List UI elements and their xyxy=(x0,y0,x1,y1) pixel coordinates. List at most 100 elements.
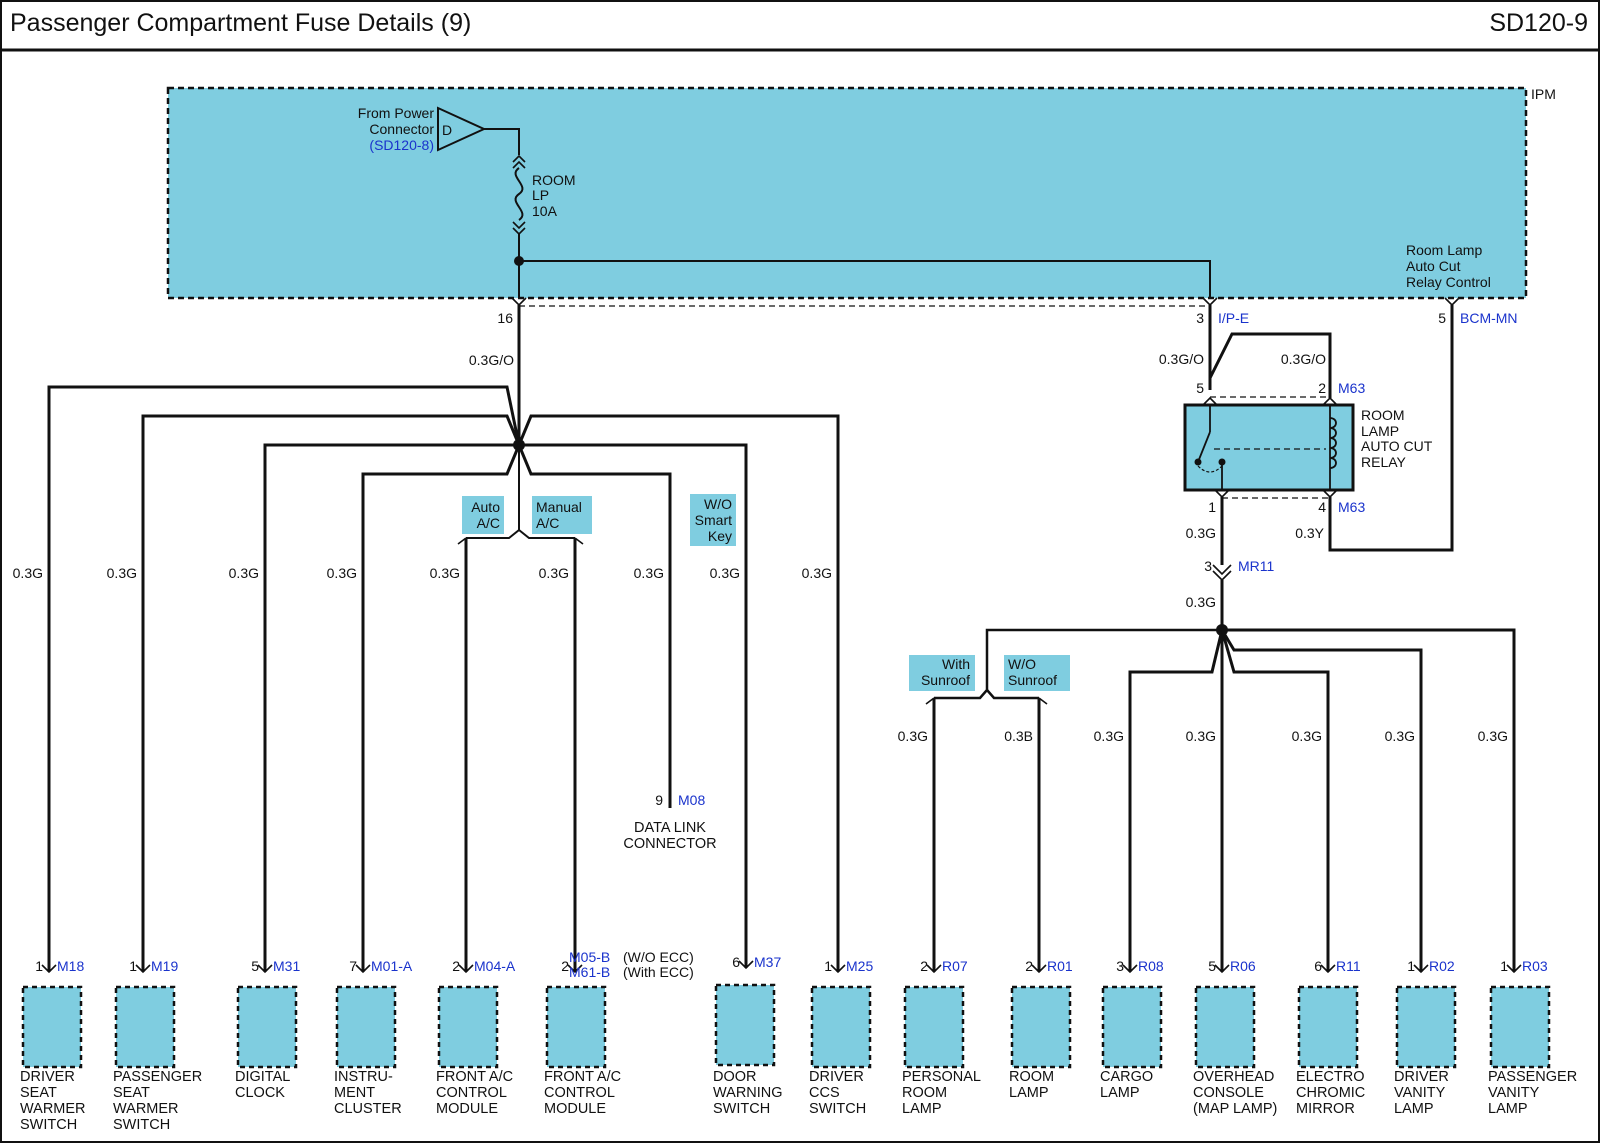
branch-terminal-3 xyxy=(355,964,371,974)
right-component-2 xyxy=(1101,985,1163,1069)
right-component-label-2-0: CARGO xyxy=(1100,1069,1153,1085)
option-with-sunroof-line-2: Sunroof xyxy=(921,672,970,688)
right-conn-6: R03 xyxy=(1522,958,1548,974)
branch-wire-1 xyxy=(141,414,521,972)
left-component-label-5-1: CONTROL xyxy=(544,1085,615,1101)
branch-terminal-4 xyxy=(458,964,474,974)
relay-wire-ctrl: 0.3Y xyxy=(1295,525,1324,541)
right-branch-wire-spec-6: 0.3G xyxy=(1478,728,1508,744)
option-wo-smart-key xyxy=(690,494,736,546)
left-conn-7: M37 xyxy=(754,954,781,970)
left-component-label-2-0: DIGITAL xyxy=(235,1069,290,1085)
right-component-label-0-0: PERSONAL xyxy=(902,1069,981,1085)
right-pin-3: 5 xyxy=(1208,958,1216,974)
branch-wire-spec-5: 0.3G xyxy=(539,565,569,581)
option-wo-smart-key-line-3: Key xyxy=(708,528,732,544)
left-component-3 xyxy=(335,985,397,1069)
ipm-relay-feed xyxy=(519,260,1211,298)
source-line-1: From Power xyxy=(358,105,435,121)
relay-ctrl-line-3: Relay Control xyxy=(1406,274,1491,290)
branch-wire-spec-1: 0.3G xyxy=(107,565,137,581)
right-component-label-0-1: ROOM xyxy=(902,1085,947,1101)
left-component-label-1-2: WARMER xyxy=(113,1101,179,1117)
data-link-connector: M08 xyxy=(678,792,705,808)
left-component-label-7-2: SWITCH xyxy=(713,1101,770,1117)
fuse-icon xyxy=(514,167,524,221)
right-conn-4: R11 xyxy=(1336,958,1361,974)
left-component-label-0-0: DRIVER xyxy=(20,1069,75,1085)
right-pin-6: 1 xyxy=(1500,958,1508,974)
relay-top-terminals xyxy=(1202,396,1338,406)
right-component-label-3-0: OVERHEAD xyxy=(1193,1069,1274,1085)
right-component-label-6-0: PASSENGER xyxy=(1488,1069,1577,1085)
branch-wire-6 xyxy=(517,444,672,808)
source-triangle xyxy=(437,106,487,152)
relay-switch-arm xyxy=(1197,431,1211,463)
relay-pin2: 2 xyxy=(1318,380,1326,396)
left-component-8 xyxy=(810,985,872,1069)
right-branch-terminal-3 xyxy=(1214,964,1230,974)
left-component-2 xyxy=(236,985,298,1069)
relay-switch-dash xyxy=(1197,465,1223,473)
left-pin-7: 6 xyxy=(732,954,740,970)
relay-pin5: 5 xyxy=(1196,380,1204,396)
right-component-label-1-0: ROOM xyxy=(1009,1069,1054,1085)
right-component-3 xyxy=(1194,985,1256,1069)
option-auto-ac-line-2: A/C xyxy=(477,515,500,531)
mr11-connector: MR11 xyxy=(1238,558,1275,574)
right-branch-wire-spec-1: 0.3B xyxy=(1004,728,1033,744)
branch-wire-0 xyxy=(47,385,521,972)
left-component-label-2-1: CLOCK xyxy=(235,1085,285,1101)
fuse-name-line-2: LP xyxy=(532,187,549,203)
left-conn-4: M04-A xyxy=(474,958,516,974)
right-pin-0: 2 xyxy=(920,958,928,974)
left-pin-8: 1 xyxy=(824,958,832,974)
left-conn-2: M31 xyxy=(273,958,300,974)
right-conn-2: R08 xyxy=(1138,958,1164,974)
relay-contact-left xyxy=(1194,458,1202,466)
ipm-box xyxy=(166,86,1528,300)
right-component-label-1-1: LAMP xyxy=(1009,1085,1049,1101)
left-conn2-5: M61-B xyxy=(569,964,610,980)
left-component-1 xyxy=(114,985,176,1069)
left-pin-0: 1 xyxy=(35,958,43,974)
relay-wire-out: 0.3G xyxy=(1186,525,1216,541)
data-link-line-2: CONNECTOR xyxy=(623,836,716,852)
mr11-pin: 3 xyxy=(1204,558,1212,574)
left-conn-3: M01-A xyxy=(371,958,413,974)
branch-terminal-1 xyxy=(135,964,151,974)
ac-split-ticks xyxy=(457,537,584,545)
left-component-7 xyxy=(714,983,776,1067)
ac-split-right xyxy=(518,529,575,539)
option-manual-ac-line-2: A/C xyxy=(536,515,559,531)
right-component-label-3-1: CONSOLE xyxy=(1193,1085,1264,1101)
left-component-label-8-2: SWITCH xyxy=(809,1101,866,1117)
left-conn-note-5: (W/O ECC) xyxy=(623,949,694,965)
left-component-label-5-0: FRONT A/C xyxy=(544,1069,621,1085)
right-branch-terminal-2 xyxy=(1122,964,1138,974)
ipe-pin: 3 xyxy=(1196,310,1204,326)
left-component-label-4-1: CONTROL xyxy=(436,1085,507,1101)
ipm-label: IPM xyxy=(1531,86,1556,102)
left-component-label-4-2: MODULE xyxy=(436,1101,498,1117)
left-component-label-1-0: PASSENGER xyxy=(113,1069,202,1085)
right-branch-wire-spec-4: 0.3G xyxy=(1292,728,1322,744)
branch-wire-8 xyxy=(517,414,840,972)
relay-box[interactable] xyxy=(1183,403,1355,492)
data-link-pin: 9 xyxy=(655,792,663,808)
data-link-line-1: DATA LINK xyxy=(634,820,706,836)
relay-control-wire xyxy=(1328,305,1454,552)
branch-terminal-7 xyxy=(738,960,754,970)
right-component-4 xyxy=(1297,985,1359,1069)
relay-pin1: 1 xyxy=(1208,499,1216,515)
branch-wire-3 xyxy=(361,444,521,972)
right-branch-wire-spec-3: 0.3G xyxy=(1186,728,1216,744)
left-component-label-8-0: DRIVER xyxy=(809,1069,864,1085)
right-component-6 xyxy=(1489,985,1551,1069)
relay-wire-in-right: 0.3G/O xyxy=(1281,351,1326,367)
left-component-label-3-1: MENT xyxy=(334,1085,375,1101)
source-wire xyxy=(484,128,520,155)
right-component-label-2-1: LAMP xyxy=(1100,1085,1140,1101)
